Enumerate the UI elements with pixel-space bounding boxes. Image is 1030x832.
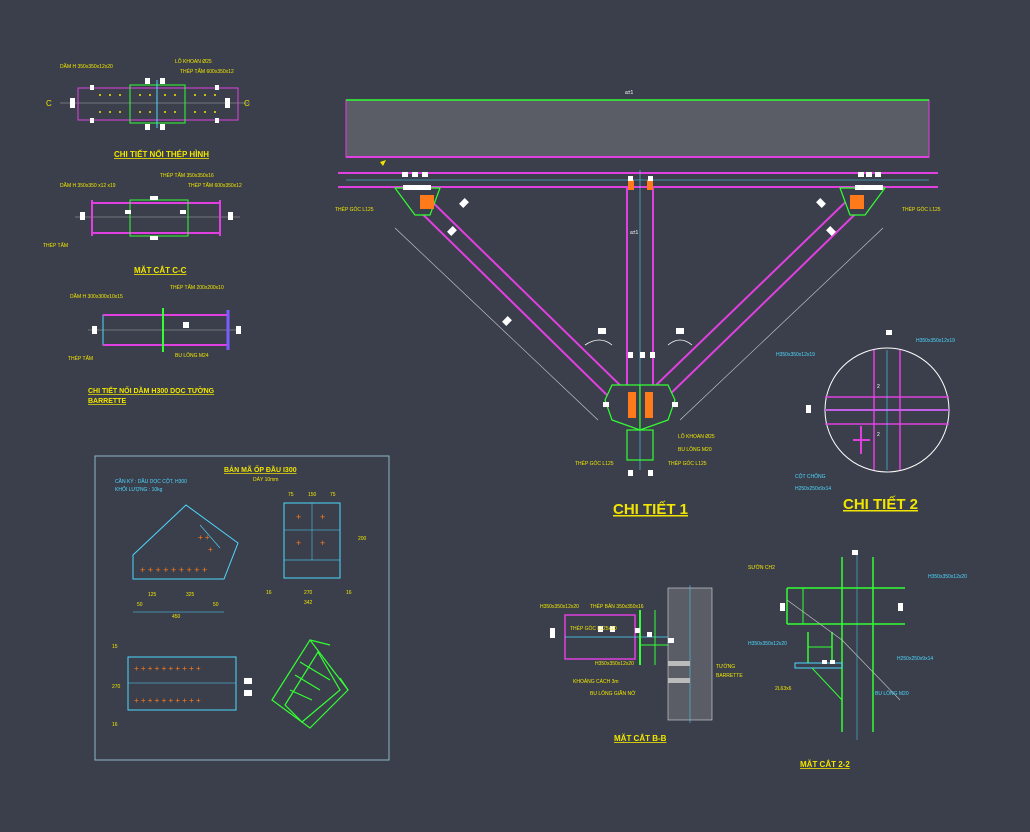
dim-15: 15 — [112, 644, 118, 650]
label-bu-long-gian-no: BU LÔNG GIÃN NỞ — [590, 690, 636, 697]
iso-plate-3d — [271, 638, 349, 729]
detail-ban-ma: BẢN MÃ ỐP ĐẦU I300 DÀY 10mm CẦN KÝ : DẦU… — [94, 455, 390, 761]
dim-2b: 2 — [877, 432, 880, 438]
title-mat-cat-bb: MẶT CẮT B-B — [614, 734, 667, 743]
label-h350-22b: H350x350x12x20 — [748, 641, 787, 647]
label-thep-tam-top: THÉP TẤM 600x350x12 — [180, 68, 234, 75]
detail-noi-dam-h300: DẦM H 300x300x10x15 THÉP TẤM 200x200x10 … — [68, 284, 241, 405]
title-chi-tiet-noi-dam-2: BARRETTE — [88, 398, 126, 405]
label-dam-h-mid: DẦM H 350x350 x12 x19 — [60, 182, 116, 189]
label-dam-h300: DẦM H 300x300x10x15 — [70, 293, 123, 300]
dim-450: 450 — [172, 614, 181, 620]
label-can-ky: CẦN KÝ : DẦU DỌC CỘT, H300 — [115, 478, 187, 485]
dim-125: 125 — [148, 592, 157, 598]
label-bu-long-b: BU LÔNG M20 — [678, 446, 712, 453]
svg-text:+ + + + + + + + + +: + + + + + + + + + + — [134, 696, 201, 705]
dim-342: 342 — [304, 600, 313, 606]
svg-text:+: + — [320, 538, 325, 548]
title-chi-tiet-2: CHI TIẾT 2 — [843, 496, 918, 513]
dim-50b: 50 — [213, 602, 219, 608]
label-h350-b: H350x350x12x19 — [916, 338, 955, 344]
label-thep-goc-bottom: THÉP GÓC L125 — [575, 460, 614, 467]
label-dam-h-top: DẦM H 350x350x12x20 — [60, 63, 113, 70]
detail-mat-cat-bb: H350x350x12x20 THÉP BẢN 350x350x16 THÉP … — [540, 585, 743, 743]
label-h350-a: H350x350x12x19 — [776, 352, 815, 358]
detail-chi-tiet-2: 2 2 H350x350x12x19 H350x350x12x19 CỘT CH… — [776, 330, 955, 513]
axis-mid: a±1 — [630, 230, 639, 236]
subtitle-ban-ma: DÀY 10mm — [253, 476, 278, 483]
label-thep-tam: THÉP TẤM — [43, 242, 68, 249]
svg-text:+: + — [320, 512, 325, 522]
label-khoang-cach: KHOẢNG CÁCH 3m — [573, 678, 619, 685]
title-mat-cat-cc: MẶT CẮT C-C — [134, 266, 187, 275]
title-chi-tiet-1: CHI TIẾT 1 — [613, 501, 688, 518]
label-h250-22: H250x250x9x14 — [897, 656, 933, 662]
label-h350-bb: H350x350x12x20 — [540, 604, 579, 610]
label-thep-tam-200: THÉP TẤM 200x200x10 — [170, 284, 224, 291]
detail-mat-cat-cc: DẦM H 350x350 x12 x19 THÉP TẤM 350x350x1… — [43, 172, 242, 275]
dim-200: 200 — [358, 536, 367, 542]
label-thep-tam-350: THÉP TẤM 350x350x16 — [160, 172, 214, 179]
label-thep-goc-bottom-r: THÉP GÓC L125 — [668, 460, 707, 467]
detail-chi-tiet-1: a±1 a±1 — [335, 90, 941, 518]
dim-50a: 50 — [137, 602, 143, 608]
label-thep-ban-bb: THÉP BẢN 350x350x16 — [590, 603, 644, 610]
title-chi-tiet-noi: CHI TIẾT NỐI THÉP HÌNH — [114, 149, 209, 159]
label-lo-khoan: LỖ KHOAN Ø25 — [175, 58, 212, 65]
dim-75a: 75 — [288, 492, 294, 498]
label-thep-goc-bb: THÉP GÓC L125x10 — [570, 625, 617, 632]
dim-2a: 2 — [877, 384, 880, 390]
dim-16a: 16 — [266, 590, 272, 596]
label-barrette: BARRETTE — [716, 673, 743, 679]
label-bu-long-22: BU LÔNG M20 — [875, 690, 909, 697]
svg-text:+: + — [296, 512, 301, 522]
section-c-left: C — [46, 99, 52, 108]
dim-16b: 16 — [346, 590, 352, 596]
svg-text:+: + — [296, 538, 301, 548]
svg-text:+ +: + + — [198, 533, 210, 542]
label-h250: H250x250x9x14 — [795, 486, 831, 492]
detail-mat-cat-22: SƯỜN CH2 H350x350x12x20 H350x350x12x20 H… — [748, 550, 967, 769]
label-bu-long: BU LÔNG M24 — [175, 352, 209, 359]
label-cot-chong: CỘT CHỐNG — [795, 473, 826, 480]
label-thep-tam-600: THÉP TẤM 600x350x12 — [188, 182, 242, 189]
label-lo-khoan-b: LỖ KHOAN Ø25 — [678, 433, 715, 440]
dim-270v: 270 — [112, 684, 121, 690]
label-song-ch2: SƯỜN CH2 — [748, 564, 775, 571]
label-l63: 2L63x6 — [775, 686, 792, 692]
label-thep-tam-2: THÉP TẤM — [68, 355, 93, 362]
label-tuong: TƯỜNG — [716, 663, 735, 670]
dim-270: 270 — [304, 590, 313, 596]
dim-75b: 75 — [330, 492, 336, 498]
label-thep-goc-left: THÉP GÓC L125 — [335, 206, 374, 213]
title-mat-cat-22: MẶT CẮT 2-2 — [800, 760, 850, 769]
section-c-right: C — [244, 99, 250, 108]
title-chi-tiet-noi-dam: CHI TIẾT NỐI DẦM H300 DỌC TƯỜNG — [88, 385, 215, 395]
label-khoi-luong: KHỐI LƯỢNG : 10kg — [115, 486, 163, 493]
svg-text:+ + + + + + + + + +: + + + + + + + + + + — [134, 664, 201, 673]
detail-noi-thep-hinh: DẦM H 350x350x12x20 LỖ KHOAN Ø25 THÉP TẤ… — [46, 58, 250, 159]
label-h350-bb2: H350x350x12x20 — [595, 661, 634, 667]
axis-top: a±1 — [625, 90, 634, 96]
label-h350-22: H350x350x12x20 — [928, 574, 967, 580]
svg-text:+ + + + + + + + +: + + + + + + + + + — [140, 565, 207, 575]
dim-325: 325 — [186, 592, 195, 598]
label-thep-goc-right: THÉP GÓC L125 — [902, 206, 941, 213]
title-ban-ma: BẢN MÃ ỐP ĐẦU I300 — [224, 464, 297, 474]
svg-text:+: + — [208, 545, 213, 554]
dim-16v: 16 — [112, 722, 118, 728]
dim-150: 150 — [308, 492, 317, 498]
